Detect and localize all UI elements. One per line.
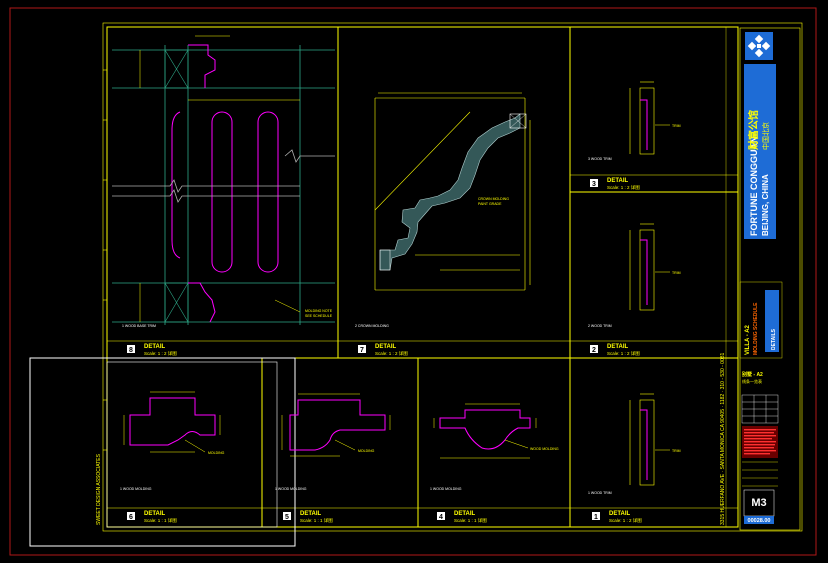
detail-6-drawing: MOLDING 1 WOOD MOLDING (120, 391, 225, 491)
detail-number: 2 (592, 347, 596, 354)
selection-box-outer[interactable] (29, 357, 296, 547)
detail-4-drawing: WOOD MOLDING 1 WOOD MOLDING (430, 403, 559, 491)
title-block: FORTUNE CONGGUAN BEIJING, CHINA 财富公馆 中国北… (739, 27, 801, 531)
detail-title: DETAIL (300, 511, 322, 517)
detail-scale: Scale: 1 : 2 详图 (375, 350, 408, 357)
detail-title: DETAIL (609, 511, 631, 517)
revision-grid (741, 394, 779, 424)
drawing-title-1: VILLA - A2 (745, 324, 751, 355)
detail-2-drawing: TRIM 2 WOOD TRIM (588, 223, 681, 328)
detail-title: DETAIL (144, 344, 166, 350)
detail-scale: Scale: 1 : 1 详图 (300, 517, 333, 524)
notes-block (742, 426, 778, 458)
detail-8-drawing: MOLDING NOTE SEE SCHEDULE 1 WOOD BASE TR… (112, 35, 335, 328)
project-number: 00028.00 (748, 518, 771, 524)
project-name-en: FORTUNE CONGGUAN (749, 137, 759, 237)
detail-1-drawing: TRIM 1 WOOD TRIM (588, 393, 681, 495)
drawing-title-area: VILLA - A2 MOLDING SCHEDULE DETAILS 别墅 -… (739, 281, 783, 384)
detail-labels: 8 DETAIL Scale: 1 : 2 详图 7 DETAIL Scale:… (127, 178, 642, 524)
detail-3-drawing: TRIM 3 WOOD TRIM (588, 81, 681, 161)
svg-text:TRIM: TRIM (672, 449, 681, 453)
inner-frame (102, 22, 803, 532)
detail-title: DETAIL (607, 344, 629, 350)
svg-text:1 WOOD BASE TRIM: 1 WOOD BASE TRIM (122, 324, 156, 328)
svg-text:1 WOOD MOLDING: 1 WOOD MOLDING (120, 487, 152, 491)
drawing-title-3: DETAILS (771, 328, 777, 350)
project-band (744, 64, 776, 239)
project-name-cn: 财富公馆 (747, 110, 760, 151)
svg-text:CROWN MOLDING: CROWN MOLDING (478, 197, 509, 201)
detail-number: 6 (129, 514, 133, 521)
svg-text:MOLDING NOTE: MOLDING NOTE (305, 309, 333, 313)
svg-text:TRIM: TRIM (672, 124, 681, 128)
drawing-title-cn: 别墅 - A2 (741, 371, 763, 378)
detail-title: DETAIL (375, 344, 397, 350)
detail-label-2: 2 DETAIL Scale: 1 : 2 详图 (590, 344, 640, 357)
detail-scale: Scale: 1 : 1 详图 (144, 517, 177, 524)
detail-scale: Scale: 1 : 2 详图 (609, 517, 642, 524)
detail-scale: Scale: 1 : 2 详图 (607, 350, 640, 357)
drawing-title-2: MOLDING SCHEDULE (753, 302, 759, 355)
firm-text: SWEET DESIGN ASSOCIATES (96, 453, 102, 525)
detail-7-drawing: CROWN MOLDING PAINT GRADE 2 CROWN MOLDIN… (355, 92, 531, 328)
detail-label-1: 1 DETAIL Scale: 1 : 2 详图 (592, 511, 642, 524)
detail-title: DETAIL (144, 511, 166, 517)
detail-label-6: 6 DETAIL Scale: 1 : 1 详图 (127, 511, 177, 524)
svg-text:SEE SCHEDULE: SEE SCHEDULE (305, 314, 333, 318)
svg-text:3 WOOD TRIM: 3 WOOD TRIM (588, 157, 612, 161)
drawing-title-cn-2: 线条一览表 (742, 378, 762, 384)
sheet-number-box: M3 00028.00 (743, 489, 775, 524)
detail-title: DETAIL (454, 511, 476, 517)
detail-scale: Scale: 1 : 2 详图 (607, 184, 640, 191)
detail-number: 8 (129, 347, 133, 354)
firm-logo (745, 32, 773, 60)
detail-scale: Scale: 1 : 2 详图 (144, 350, 177, 357)
svg-text:MOLDING: MOLDING (358, 449, 375, 453)
info-lines (742, 461, 778, 487)
detail-label-4: 4 DETAIL Scale: 1 : 1 详图 (437, 511, 487, 524)
address-text: 3315 HUERFANO AVE · SANTA MONICA CA 9040… (720, 352, 726, 525)
crown-molding-profile (379, 113, 521, 271)
detail-number: 4 (439, 514, 443, 521)
selection-box-inner[interactable] (106, 361, 278, 528)
drawing-frame (106, 26, 739, 528)
detail-5-drawing: MOLDING 1 WOOD MOLDING (275, 393, 391, 491)
detail-title: DETAIL (607, 178, 629, 184)
detail-label-8: 8 DETAIL Scale: 1 : 2 详图 (127, 344, 177, 357)
project-location-en: BEIJING, CHINA (761, 174, 770, 236)
detail-number: 7 (360, 347, 364, 354)
svg-text:TRIM: TRIM (672, 271, 681, 275)
detail-scale: Scale: 1 : 1 详图 (454, 517, 487, 524)
svg-text:2 CROWN MOLDING: 2 CROWN MOLDING (355, 324, 389, 328)
sheet-number: M3 (751, 497, 766, 509)
svg-text:1 WOOD TRIM: 1 WOOD TRIM (588, 491, 612, 495)
detail-label-5: 5 DETAIL Scale: 1 : 1 详图 (283, 511, 333, 524)
detail-label-3: 3 DETAIL Scale: 1 : 2 详图 (590, 178, 640, 191)
detail-number: 3 (592, 181, 596, 188)
svg-text:2 WOOD TRIM: 2 WOOD TRIM (588, 324, 612, 328)
svg-text:1 WOOD MOLDING: 1 WOOD MOLDING (430, 487, 462, 491)
sheet-border (9, 7, 817, 556)
svg-text:PAINT GRADE: PAINT GRADE (478, 202, 502, 206)
detail-label-7: 7 DETAIL Scale: 1 : 2 详图 (358, 344, 408, 357)
detail-number: 5 (285, 514, 289, 521)
project-location-cn: 中国北京 (761, 122, 770, 150)
detail-number: 1 (594, 514, 598, 521)
svg-text:1 WOOD MOLDING: 1 WOOD MOLDING (275, 487, 307, 491)
firm-strip: 3315 HUERFANO AVE · SANTA MONICA CA 9040… (96, 27, 739, 527)
svg-text:MOLDING: MOLDING (208, 451, 225, 455)
svg-text:WOOD MOLDING: WOOD MOLDING (530, 447, 559, 451)
